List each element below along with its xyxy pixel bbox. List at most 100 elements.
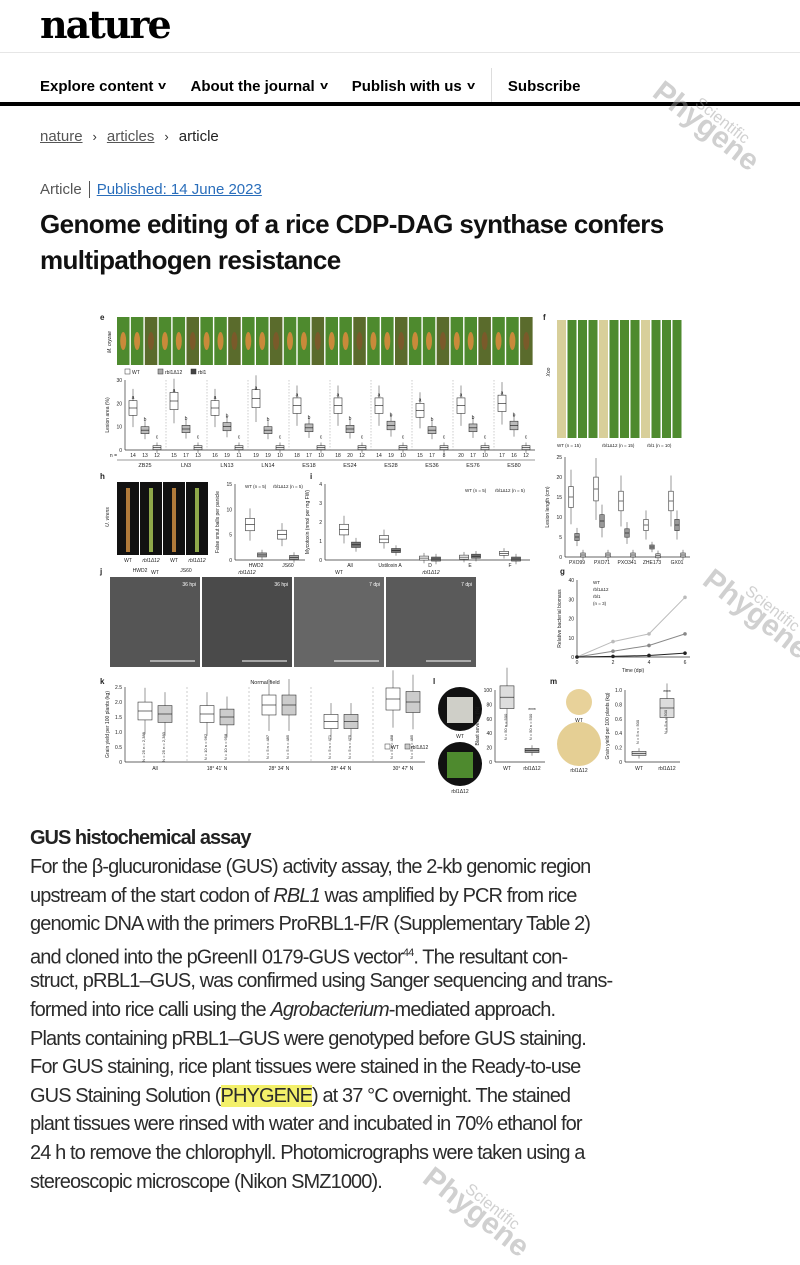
paragraph-line: 24 h to remove the chlorophyll. Photomic… xyxy=(30,1139,770,1168)
published-date-link[interactable]: Published: 14 June 2023 xyxy=(96,181,262,198)
n-value: 10 xyxy=(318,453,324,459)
n-value: 8 xyxy=(443,453,446,459)
y-tick-label: 5 xyxy=(559,535,562,541)
lesion xyxy=(134,332,141,350)
paragraph-line: Plants containing pRBL1–GUS were genotyp… xyxy=(30,1025,770,1054)
chevron-down-icon: v xyxy=(158,80,167,92)
y-tick-label: 0 xyxy=(619,760,622,766)
lesion xyxy=(259,332,266,350)
text-run: genomic DNA with the primers ProRBL1-F/R… xyxy=(30,913,591,936)
y-axis-label: False smut balls per panicle xyxy=(215,491,221,553)
breadcrumb-nature[interactable]: nature xyxy=(40,128,83,145)
category-label: rbl1Δ12 xyxy=(658,766,675,772)
legend-swatch xyxy=(384,743,391,750)
lesion xyxy=(120,332,127,350)
lesion xyxy=(189,332,196,350)
category-label: GX01 xyxy=(671,560,684,566)
x-tick-label: 6 xyxy=(684,660,687,666)
panicle xyxy=(149,488,153,552)
y-axis-label: Grain yield per 100 plants (kg) xyxy=(105,691,111,758)
lesion xyxy=(495,332,502,350)
time-label: 7 dpi xyxy=(369,582,380,588)
paragraph-line: upstream of the start codon of RBL1 was … xyxy=(30,882,770,911)
y-axis-label: Lesion area (%) xyxy=(105,397,111,433)
panel-letter-i: i xyxy=(310,472,312,481)
y-tick-label: 1 xyxy=(319,539,322,545)
text-run: struct, pRBL1–GUS, was confirmed using S… xyxy=(30,970,613,993)
n-value: 11 xyxy=(236,453,241,459)
text-run: stereoscopic microscope (Nikon SMZ1000). xyxy=(30,1170,383,1193)
y-tick-label: 5 xyxy=(229,533,232,539)
text-run: formed into rice calli using the xyxy=(30,998,271,1021)
y-tick-label: 10 xyxy=(556,515,562,521)
side-label: U. virens xyxy=(105,507,111,527)
n-value: 14 xyxy=(376,453,382,459)
time-label: 7 dpi xyxy=(461,582,472,588)
image-label: WT xyxy=(456,734,464,740)
leaf-image xyxy=(672,320,682,438)
lesion xyxy=(300,332,307,350)
leaf-image xyxy=(641,320,650,438)
leaf-image xyxy=(557,320,566,438)
leaf-image xyxy=(620,320,629,438)
data-point xyxy=(647,643,651,648)
lesion xyxy=(370,332,377,350)
n-value: 17 xyxy=(429,453,435,459)
n-value: N = 25 n = 2,388 xyxy=(141,731,146,762)
category-label: All xyxy=(347,563,353,569)
image-label: rbl1Δ12 xyxy=(142,558,159,564)
header-rule xyxy=(0,102,800,106)
category-label: D xyxy=(428,563,432,569)
legend-label: WT (n = 5) xyxy=(245,484,267,489)
panicle xyxy=(195,488,199,552)
category-label: LN3 xyxy=(181,463,191,469)
category-label: 30° 47′ N xyxy=(393,766,414,772)
panel-letter-g: g xyxy=(560,567,565,576)
x-axis-label: Time (dpi) xyxy=(622,668,645,674)
lesion xyxy=(509,332,516,350)
x-tick-label: 0 xyxy=(576,660,579,666)
paragraph-line: plant tissues were rinsed with water and… xyxy=(30,1110,770,1139)
category-label: ZHE173 xyxy=(643,560,662,566)
y-tick-label: 60 xyxy=(486,717,492,723)
significance-letter: a xyxy=(132,395,135,401)
n-value: 20 xyxy=(458,453,464,459)
category-label: ZB25 xyxy=(138,463,151,469)
sem-image xyxy=(110,577,200,667)
n-value: 14 xyxy=(130,453,136,459)
chevron-right-icon: › xyxy=(164,129,169,144)
n-value: 17 xyxy=(183,453,189,459)
leaf-image xyxy=(578,320,587,438)
y-tick-label: 0 xyxy=(119,448,122,454)
y-tick-label: 10 xyxy=(116,425,122,431)
panicle xyxy=(126,488,130,552)
x-tick-label: 4 xyxy=(648,660,651,666)
significance-letter: a xyxy=(337,393,340,399)
breadcrumb-articles[interactable]: articles xyxy=(106,128,155,145)
significance-letter: c xyxy=(525,435,528,441)
n-value: 19 xyxy=(224,453,230,459)
group-label: HWD2 xyxy=(133,568,148,574)
legend-swatch xyxy=(404,743,411,750)
significance-letter: b xyxy=(308,415,311,421)
significance-letter: b xyxy=(390,413,393,419)
n-value: N = 50 n = 500 xyxy=(528,713,533,740)
group-label: JS60 xyxy=(180,568,192,574)
significance-letter: c xyxy=(402,435,405,441)
lesion xyxy=(245,332,252,350)
panel-letter-f: f xyxy=(543,313,546,322)
n-value: 15 xyxy=(417,453,423,459)
y-axis-label: Grain yield per 100 plants (kg) xyxy=(605,692,611,759)
nav-label: About the journal xyxy=(190,77,315,95)
significance-letter: a xyxy=(501,390,504,396)
significance-marker: **** xyxy=(663,690,671,696)
n-value: N = 5 n = 485 xyxy=(409,734,414,759)
nav-subscribe[interactable]: Subscribe xyxy=(507,77,581,95)
data-point xyxy=(575,655,579,659)
significance-letter: a xyxy=(419,397,422,403)
n-value: 19 xyxy=(253,453,259,459)
nature-logo[interactable]: nature xyxy=(40,2,172,47)
